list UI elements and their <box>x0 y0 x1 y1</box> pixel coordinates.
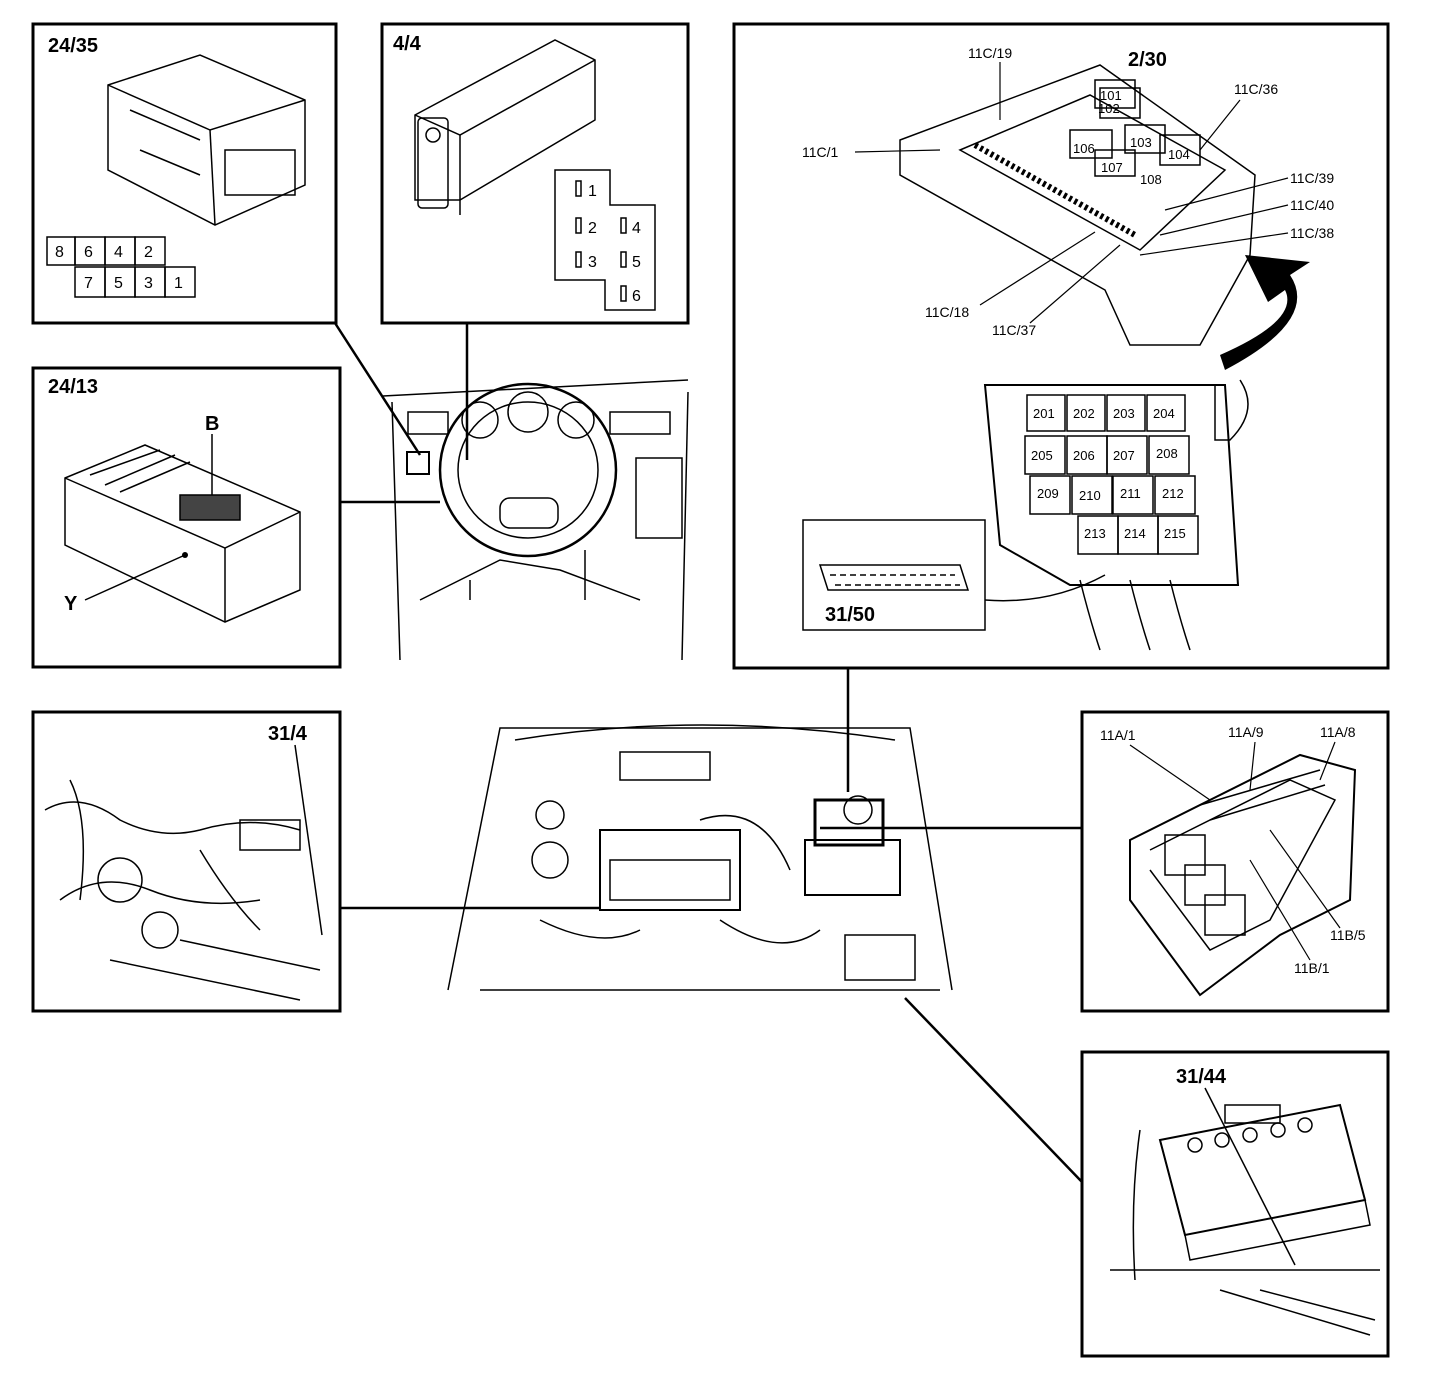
pin-label: 3 <box>144 275 153 292</box>
callout-label: 11C/37 <box>992 322 1036 338</box>
panel-2-30: 2/30 101 102 103 104 106 107 108 11C/19 … <box>732 22 1390 670</box>
pin-label: 6 <box>632 288 641 305</box>
engine-bay-illustration <box>447 724 953 991</box>
relay-grid: 201 202 203 204 205 206 207 208 209 210 … <box>1024 394 1199 555</box>
fuse-box-drawing <box>64 444 301 623</box>
relay-board-drawing <box>983 379 1249 651</box>
pin-label: 6 <box>84 244 93 261</box>
fuse-label: 102 <box>1098 101 1120 116</box>
pin-slots <box>575 180 627 302</box>
callout-label: 11C/40 <box>1290 197 1334 213</box>
relay-label: 214 <box>1124 526 1146 541</box>
pin-label: 1 <box>174 275 183 292</box>
relay-label: 215 <box>1164 526 1186 541</box>
relay-label: 212 <box>1162 486 1184 501</box>
callout-label: 11C/38 <box>1290 225 1334 241</box>
pin-label: 5 <box>114 275 123 292</box>
inset-title: 31/50 <box>825 604 875 626</box>
pin-label: 5 <box>632 254 641 271</box>
relay-label: 208 <box>1156 446 1178 461</box>
pin-label: 3 <box>588 254 597 271</box>
callout-label: 11A/8 <box>1320 724 1356 740</box>
pin-layout-outline <box>554 169 656 311</box>
fuse-label: 101 <box>1100 88 1122 103</box>
relay-label: 204 <box>1153 406 1175 421</box>
relay-label: 205 <box>1031 448 1053 463</box>
relay-label: 209 <box>1037 486 1059 501</box>
switch-drawing <box>414 39 596 215</box>
relay-label: 201 <box>1033 406 1055 421</box>
panel-title: 24/35 <box>48 35 98 57</box>
dashboard-illustration <box>382 379 689 661</box>
fuse-label: 104 <box>1168 147 1190 162</box>
callout-label: 11A/9 <box>1228 724 1264 740</box>
pin-row-bottom: 7 5 3 1 <box>74 266 196 298</box>
pin-label: 2 <box>588 220 597 237</box>
panel-24-13: 24/13 B Y <box>31 366 342 669</box>
label-b: B <box>205 413 219 435</box>
callout-label: 11B/1 <box>1294 960 1330 976</box>
callout-label: 11C/36 <box>1234 81 1278 97</box>
pin-label: 7 <box>84 275 93 292</box>
curved-arrow-icon <box>1220 255 1310 370</box>
relay-label: 203 <box>1113 406 1135 421</box>
relay-label: 210 <box>1079 488 1101 503</box>
panel-title: 2/30 <box>1128 49 1167 71</box>
fuse-label: 103 <box>1130 135 1152 150</box>
callout-label: 11C/18 <box>925 304 969 320</box>
relay-label: 213 <box>1084 526 1106 541</box>
panel-title: 31/4 <box>268 723 308 745</box>
pin-label: 4 <box>114 244 123 261</box>
pin-row-top: 8 6 4 2 <box>46 236 166 266</box>
callout-label: 11B/5 <box>1330 927 1366 943</box>
leader-lines <box>333 322 1083 1183</box>
panel-24-35: 24/35 8 6 4 2 7 <box>31 22 338 325</box>
label-y: Y <box>64 593 78 615</box>
panel-11a-fuse-box: 11A/1 11A/9 11A/8 11B/5 11B/1 <box>1080 710 1390 1013</box>
inset-31-50: 31/50 <box>802 519 1106 631</box>
pin-grid: 8 6 4 2 7 5 3 1 <box>46 236 196 298</box>
relay-label: 207 <box>1113 448 1135 463</box>
pin-label: 2 <box>144 244 153 261</box>
battery-drawing <box>1110 1103 1380 1336</box>
wiring-drawing <box>44 779 321 1001</box>
relay-label: 202 <box>1073 406 1095 421</box>
pin-label: 8 <box>55 244 64 261</box>
callout-label: 11C/1 <box>802 144 839 160</box>
panel-title: 4/4 <box>393 33 422 55</box>
callout-label: 11C/39 <box>1290 170 1334 186</box>
connector-drawing <box>107 54 306 226</box>
fuse-label: 108 <box>1140 172 1162 187</box>
panel-31-4: 31/4 <box>31 710 342 1013</box>
panel-4-4: 4/4 1 2 3 4 5 6 <box>380 22 690 325</box>
panel-title: 31/44 <box>1176 1066 1227 1088</box>
callout-label: 11C/19 <box>968 45 1012 61</box>
fuse-label: 106 <box>1073 141 1095 156</box>
relay-label: 206 <box>1073 448 1095 463</box>
fuse-box-drawing <box>1129 753 1357 997</box>
fuse-label: 107 <box>1101 160 1123 175</box>
callout-label: 11A/1 <box>1100 727 1136 743</box>
panel-31-44: 31/44 <box>1080 1050 1390 1358</box>
central-box-drawing <box>899 64 1256 346</box>
relay-label: 211 <box>1120 486 1141 501</box>
pin-label: 1 <box>588 183 597 200</box>
pin-label: 4 <box>632 220 641 237</box>
panel-title: 24/13 <box>48 376 98 398</box>
